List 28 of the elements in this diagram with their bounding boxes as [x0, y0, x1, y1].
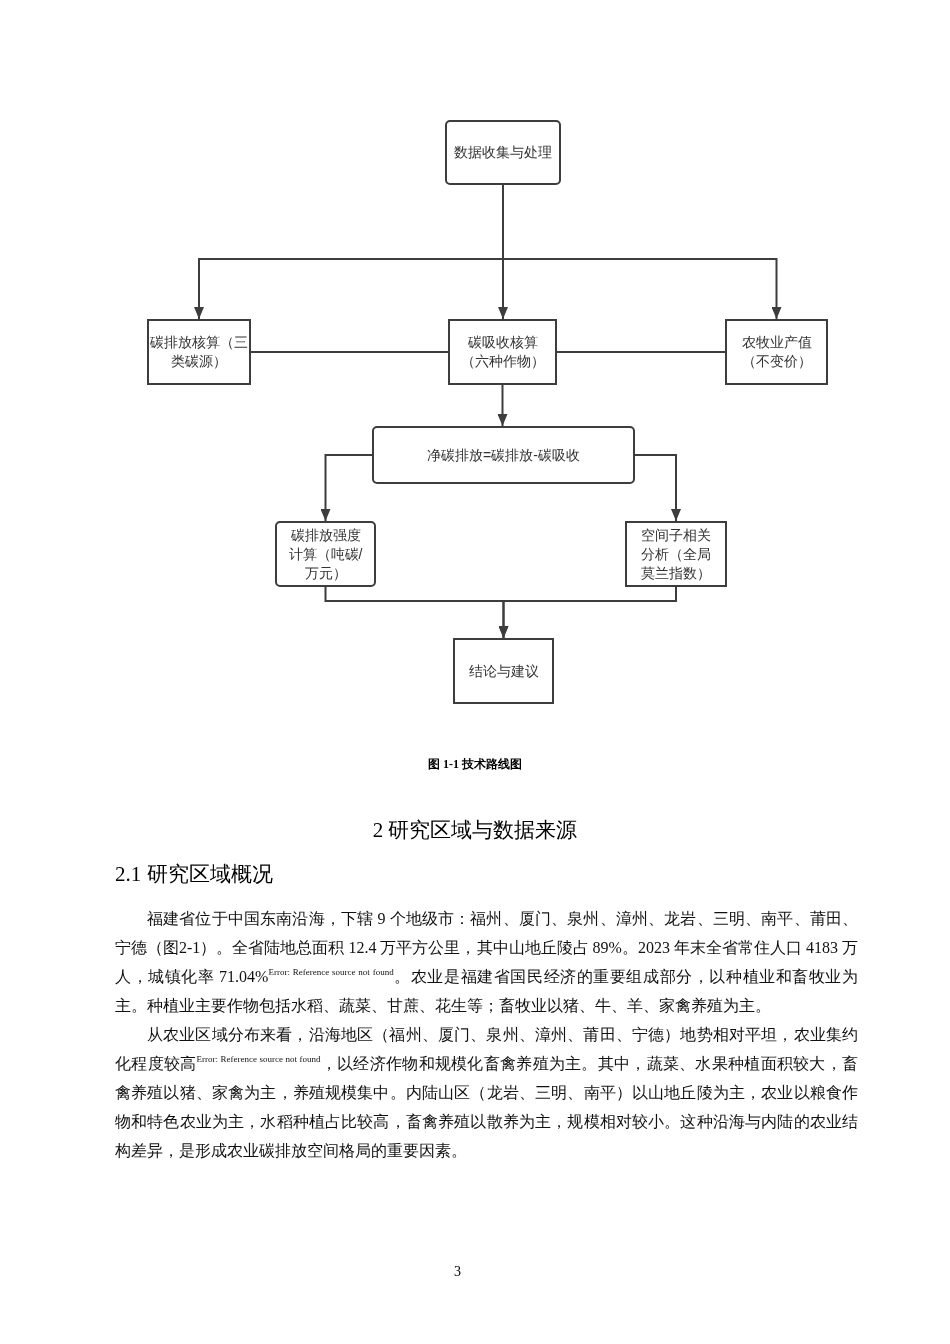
- process-box: [448, 319, 557, 385]
- process-box: [147, 319, 251, 385]
- arrow: [497, 384, 508, 427]
- arrow: [634, 454, 681, 522]
- process-box: [625, 521, 727, 587]
- step-label: 碳吸收核算（六种作物）: [459, 333, 546, 371]
- subsection-heading: 2.1 研究区域概况: [115, 861, 273, 888]
- process-box: [372, 426, 635, 484]
- process-box: [275, 521, 376, 587]
- body-paragraph: 从农业区域分布来看，沿海地区（福州、厦门、泉州、漳州、莆田、宁德）地势相对平坦，农业集约化程度较高$^{Error: Reference source not found}$，以经济作物和规模化畜禽养殖为主。其中，蔬菜、水果种植面积较大，畜禽养殖以猪、家禽为主，养殖规模集中。内陆山区（龙岩、三明、南平）以山地丘陵为主，农业以粮食作物和特色农业为主，水稻种植占比较高，畜禽养殖以散养为主，规模相对较小。这种沿海与内陆的农业结构差异，是形成农业碳排放空间格局的重要因素。: [115, 1025, 858, 1161]
- step-label: 结论与建议: [468, 661, 539, 681]
- step-label: 碳排放核算（三类碳源）: [149, 333, 249, 371]
- process-box: [453, 638, 554, 704]
- step-label: 空间子相关分析（全局莫兰指数）: [640, 525, 712, 583]
- step-label: 碳排放强度计算（吨碳/万元）: [288, 525, 363, 583]
- connector-line: [556, 351, 726, 353]
- body-paragraph: 福建省位于中国东南沿海，下辖 9 个地级市：福州、厦门、泉州、漳州、龙岩、三明、南平、莆田、宁德（图2-1）。全省陆地总面积 12.4 万平方公里，其中山地丘陵占 89%。2023 年末全省常住人口 4183 万人，城镇化率 71.04%$^{Error: Reference source not found}$。农业是福建省国民经济的重要组成部分，以种植业和畜牧业为主。种植业主要作物包括水稻、蔬菜、甘蔗、花生等；畜牧业以猪、牛、羊、家禽养殖为主。: [115, 909, 858, 1016]
- step-label: 数据收集与处理: [454, 143, 552, 162]
- step-label: 净碳排放=碳排放-碳吸收: [427, 445, 580, 465]
- arrow: [498, 586, 677, 639]
- step-label: 农牧业产值（不变价）: [740, 333, 813, 371]
- process-box: [445, 120, 561, 185]
- connector-line: [250, 351, 449, 353]
- process-box: [725, 319, 828, 385]
- arrow: [320, 454, 373, 522]
- page-number: 3: [454, 1263, 461, 1281]
- section-heading: 2 研究区域与数据来源: [372, 817, 578, 844]
- figure-caption: 图 1-1 技术路线图: [428, 756, 522, 773]
